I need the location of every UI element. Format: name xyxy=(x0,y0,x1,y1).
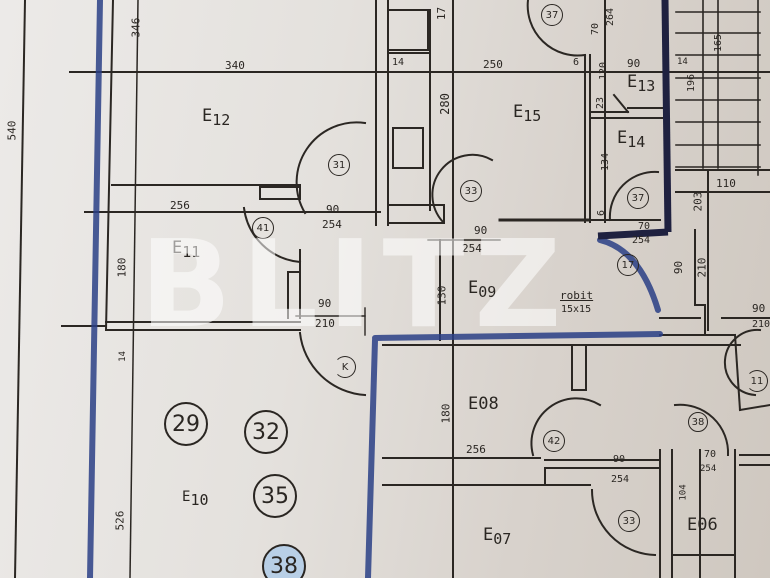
room-label-e07: E07 xyxy=(483,527,511,547)
dimension-254: 254 xyxy=(462,242,482,255)
room-prefix: E xyxy=(627,72,638,92)
dimension-90: 90 xyxy=(627,57,641,70)
room-prefix: E xyxy=(617,128,628,148)
room-number: 10 xyxy=(190,491,209,509)
dimension-210: 210 xyxy=(315,317,335,330)
room-label-e11: E11 xyxy=(172,240,200,260)
room-label-e06: E06 xyxy=(687,517,718,534)
room-label-e14: E14 xyxy=(617,130,645,150)
unit-mark-32: 32 xyxy=(244,410,288,454)
dimension-14: 14 xyxy=(392,57,405,68)
door-mark-k: K xyxy=(334,356,356,378)
annotation-robit: robit xyxy=(560,289,594,302)
door-mark-37: 37 xyxy=(627,187,649,209)
dimension-256: 256 xyxy=(170,199,190,212)
dimension-540: 540 xyxy=(5,120,19,141)
dimension-340: 340 xyxy=(225,59,245,72)
room-number: 09 xyxy=(478,283,497,301)
door-mark-33: 33 xyxy=(460,180,482,202)
room-label-e15: E15 xyxy=(513,104,541,124)
dimension-210: 210 xyxy=(695,257,709,278)
dimension-254: 254 xyxy=(611,474,630,485)
door-mark-38: 38 xyxy=(688,412,708,432)
dimension-6: 6 xyxy=(596,209,608,217)
door-mark-42: 42 xyxy=(543,430,565,452)
dimension-210: 210 xyxy=(752,319,770,330)
door-mark-17: 17 xyxy=(617,254,639,276)
room-number: 12 xyxy=(212,111,231,129)
dimension-203: 203 xyxy=(691,191,705,212)
dimension-165: 165 xyxy=(713,33,725,53)
room-label-e09: E09 xyxy=(468,280,496,300)
annotation-size: 15x15 xyxy=(561,304,592,315)
dimension-90: 90 xyxy=(613,454,626,465)
room-prefix: E xyxy=(513,102,524,122)
room-label-e13: E13 xyxy=(627,74,655,94)
dimension-254: 254 xyxy=(700,464,717,474)
dimension-254: 254 xyxy=(322,218,342,231)
dimension-70: 70 xyxy=(638,221,651,232)
room-prefix: E xyxy=(483,525,494,545)
dimension-180: 180 xyxy=(439,403,453,424)
dimension-180: 180 xyxy=(115,257,129,278)
door-mark-37: 37 xyxy=(541,4,563,26)
door-mark-11: 11 xyxy=(746,370,768,392)
dimension-254: 254 xyxy=(632,235,651,246)
dimension-264: 264 xyxy=(605,7,617,27)
room-prefix: E xyxy=(468,278,479,298)
room-prefix: E xyxy=(202,106,213,126)
room-prefix: E xyxy=(172,238,183,258)
dimension-14: 14 xyxy=(677,57,688,67)
dimension-120: 120 xyxy=(598,61,610,81)
unit-mark-35: 35 xyxy=(253,474,297,518)
room-number: 13 xyxy=(637,77,656,95)
dimension-14: 14 xyxy=(117,351,128,362)
dimension-134: 134 xyxy=(600,152,612,172)
dimension-250: 250 xyxy=(483,58,503,71)
room-number: 06 xyxy=(697,515,718,535)
dimension-110: 110 xyxy=(716,177,736,190)
room-prefix: E xyxy=(182,489,191,505)
dimension-130: 130 xyxy=(435,285,449,306)
room-number: 14 xyxy=(627,133,646,151)
dimension-23: 23 xyxy=(595,96,607,110)
room-number: 07 xyxy=(493,530,512,548)
room-number: 15 xyxy=(523,107,542,125)
room-prefix: E xyxy=(468,394,479,414)
room-label-e10: E10 xyxy=(182,490,209,508)
dimension-280: 280 xyxy=(437,93,452,115)
dimension-256: 256 xyxy=(466,443,486,456)
dimension-90: 90 xyxy=(672,260,686,275)
dimension-70: 70 xyxy=(590,22,602,36)
dimension-104: 104 xyxy=(678,484,689,501)
dimension-526: 526 xyxy=(113,510,127,531)
room-prefix: E xyxy=(687,515,698,535)
dimension-346: 346 xyxy=(129,17,143,38)
dimension-90: 90 xyxy=(752,302,766,315)
dimension-90: 90 xyxy=(474,224,488,237)
room-number: 08 xyxy=(478,394,499,414)
door-mark-31: 31 xyxy=(328,154,350,176)
unit-mark-38: 38 xyxy=(262,544,306,578)
dimension-6: 6 xyxy=(573,57,580,68)
dimension-90: 90 xyxy=(318,297,332,310)
dimension-70: 70 xyxy=(704,449,717,460)
room-label-e12: E12 xyxy=(202,108,230,128)
room-label-e08: E08 xyxy=(468,396,499,413)
door-mark-41: 41 xyxy=(252,217,274,239)
dimension-17: 17 xyxy=(435,6,449,21)
room-number: 11 xyxy=(182,243,201,261)
dimension-90: 90 xyxy=(326,203,340,216)
door-mark-33: 33 xyxy=(618,510,640,532)
dimension-196: 196 xyxy=(686,73,698,93)
unit-mark-29: 29 xyxy=(164,402,208,446)
